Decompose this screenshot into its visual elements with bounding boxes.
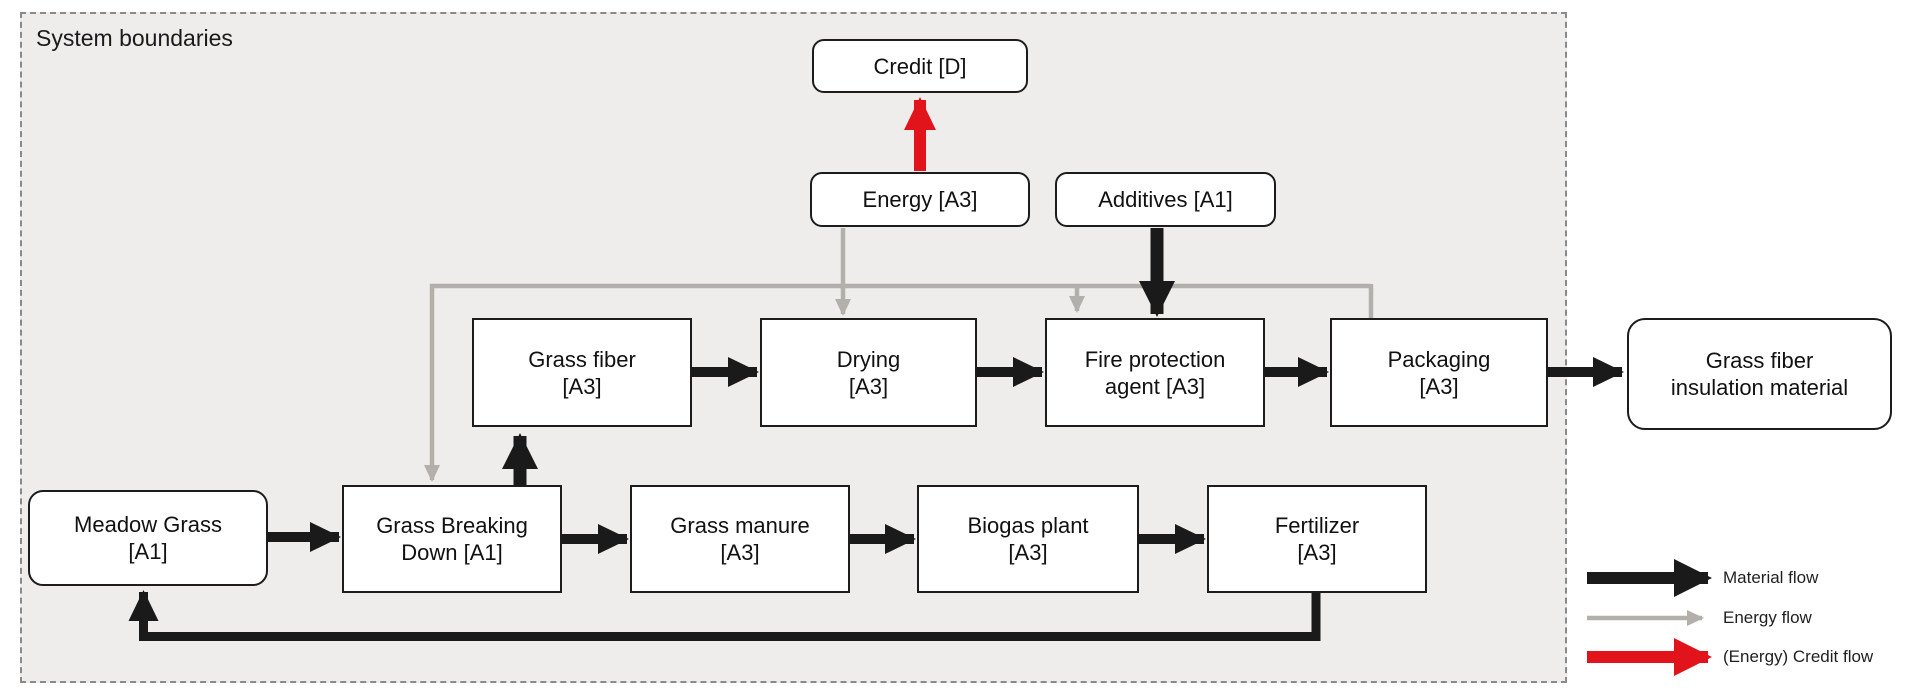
node-label: Drying <box>836 346 901 372</box>
node-label: Biogas plant <box>967 513 1089 538</box>
node-label: Additives [A1] <box>1098 187 1233 212</box>
node-label: Grass Breaking <box>376 513 528 538</box>
node-label: Fertilizer <box>1274 513 1360 538</box>
node-label: [A3] <box>848 373 889 399</box>
node-drying: Drying [A3] <box>760 318 977 427</box>
node-label: [A3] <box>1297 540 1337 565</box>
node-label: [A3] <box>562 373 602 399</box>
node-biogas-plant: Biogas plant [A3] <box>917 485 1139 593</box>
node-label: Meadow Grass <box>74 512 222 537</box>
node-label: [A3] <box>1008 540 1048 565</box>
system-boundary-label: System boundaries <box>36 25 233 51</box>
node-label: Grass manure <box>670 513 810 538</box>
node-energy: Energy [A3] <box>810 172 1030 227</box>
node-label: insulation material <box>1670 375 1849 400</box>
node-insulation-material: Grass fiber insulation material <box>1627 318 1892 430</box>
node-additives: Additives [A1] <box>1055 172 1276 227</box>
node-label: Fire protection <box>1084 346 1226 372</box>
node-label: Grass fiber <box>528 346 636 372</box>
legend-energy-label: Energy flow <box>1723 608 1812 627</box>
legend-material-label: Material flow <box>1723 568 1819 587</box>
node-grass-manure: Grass manure [A3] <box>630 485 850 593</box>
node-label: [A3] <box>1419 373 1459 399</box>
node-label: Credit [D] <box>873 53 967 79</box>
legend-credit-label: (Energy) Credit flow <box>1723 647 1874 666</box>
node-label: Energy [A3] <box>862 187 978 212</box>
node-fire-protection: Fire protection agent [A3] <box>1045 318 1265 427</box>
node-fertilizer: Fertilizer [A3] <box>1207 485 1427 593</box>
node-label: agent [A3] <box>1104 373 1206 399</box>
node-grass-fiber: Grass fiber [A3] <box>472 318 692 427</box>
node-label: Packaging <box>1387 346 1491 372</box>
node-packaging: Packaging [A3] <box>1330 318 1548 427</box>
node-label: Grass fiber <box>1705 348 1814 373</box>
node-grass-breaking-down: Grass Breaking Down [A1] <box>342 485 562 593</box>
node-label: Down [A1] <box>401 540 503 565</box>
node-label: [A1] <box>128 539 168 564</box>
node-label: [A3] <box>720 540 760 565</box>
node-credit: Credit [D] <box>812 39 1028 93</box>
node-meadow-grass: Meadow Grass [A1] <box>28 490 268 586</box>
